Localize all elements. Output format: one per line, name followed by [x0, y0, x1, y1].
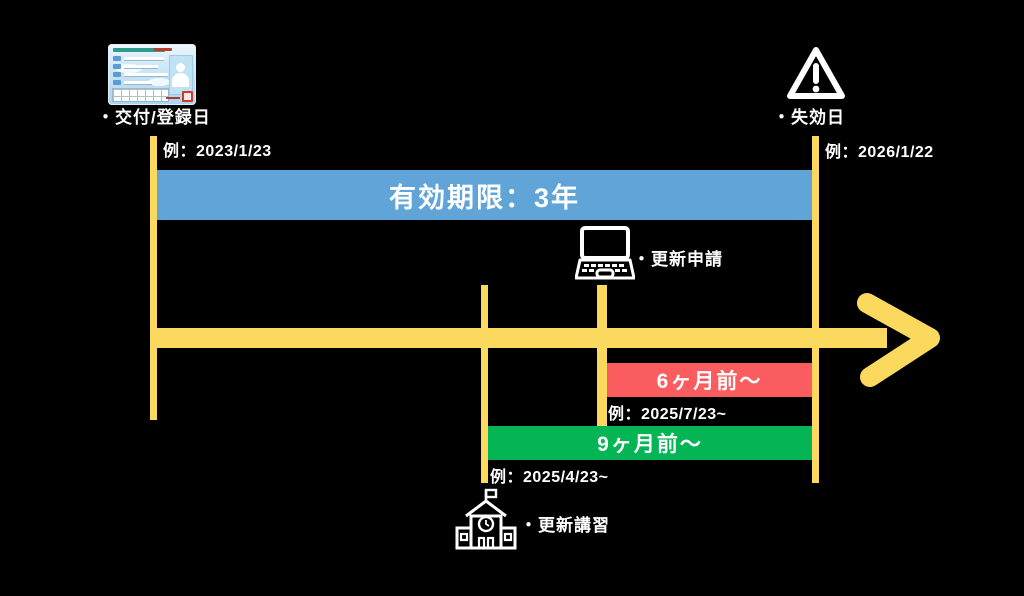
- school-icon: [455, 488, 517, 550]
- six-months-bar: 6ヶ月前〜: [607, 363, 812, 397]
- expiry-date-tick-line: [812, 136, 819, 483]
- timeline-arrowhead-icon: [857, 293, 940, 387]
- card-red-text: [166, 97, 180, 99]
- license-card-image: [108, 44, 196, 105]
- six-months-example: 例：2025/7/23~: [608, 406, 727, 423]
- renewal-application-label: ・更新申請: [633, 250, 723, 269]
- card-photo: [169, 55, 193, 95]
- card-serial-text: [154, 48, 172, 51]
- validity-period-bar: 有効期限：3年: [157, 170, 812, 220]
- card-title-text: [113, 48, 165, 52]
- six-months-label: 6ヶ月前〜: [656, 370, 763, 393]
- warning-icon: [787, 47, 845, 99]
- issue-date-tick-line: [150, 136, 157, 420]
- issue-date-label: ・交付/登録日: [97, 108, 211, 127]
- laptop-icon: [575, 226, 635, 280]
- renewal-training-label: ・更新講習: [520, 516, 610, 535]
- validity-period-label: 有効期限：3年: [388, 182, 581, 213]
- renewal-training-tick-line: [481, 285, 488, 483]
- expiry-date-label: ・失効日: [773, 108, 845, 127]
- nine-months-example: 例：2025/4/23~: [490, 469, 609, 486]
- card-table: [112, 88, 169, 102]
- nine-months-bar: 9ヶ月前〜: [488, 426, 812, 460]
- timeline-axis: [150, 328, 887, 348]
- nine-months-label: 9ヶ月前〜: [597, 433, 703, 456]
- card-stamp: [182, 91, 193, 102]
- issue-date-example: 例：2023/1/23: [163, 143, 272, 160]
- card-cloud: [148, 78, 170, 86]
- renewal-application-tick-line: [597, 285, 607, 426]
- expiry-date-example: 例：2026/1/22: [825, 144, 934, 161]
